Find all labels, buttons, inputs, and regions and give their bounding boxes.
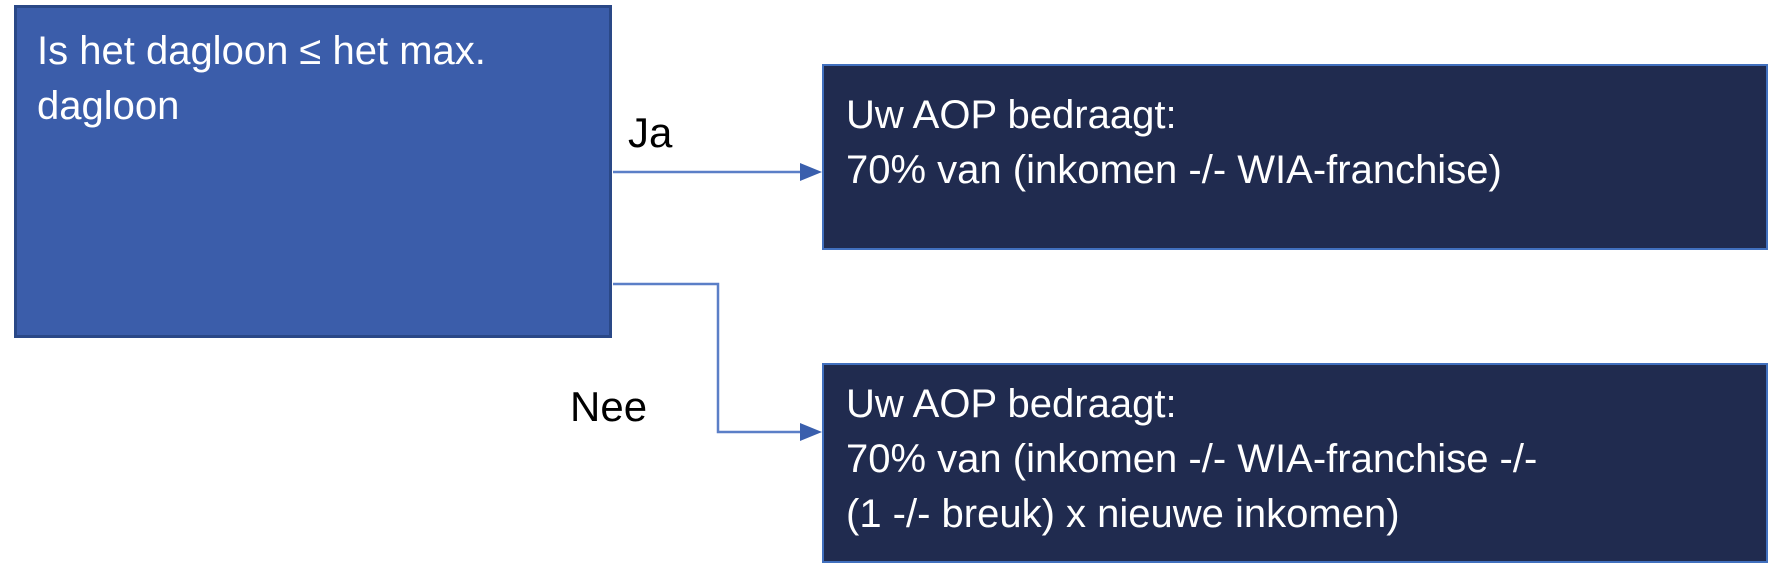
result-node-no: Uw AOP bedraagt: 70% van (inkomen -/- WI… [822, 363, 1768, 563]
decision-node: Is het dagloon ≤ het max. dagloon [14, 5, 612, 338]
decision-text-line: dagloon [37, 84, 180, 128]
result-yes-text-line: Uw AOP bedraagt: [846, 93, 1177, 137]
branch-label-ja: Ja [628, 109, 673, 156]
ja-arrowhead-icon [800, 163, 822, 181]
decision-text-line: Is het dagloon ≤ het max. [37, 29, 486, 73]
result-yes-text-line: 70% van (inkomen -/- WIA-franchise) [846, 148, 1502, 192]
result-no-text-line: 70% van (inkomen -/- WIA-franchise -/- [846, 437, 1538, 481]
result-no-text-line: Uw AOP bedraagt: [846, 382, 1177, 426]
nee-arrowhead-icon [800, 423, 822, 441]
result-node-yes: Uw AOP bedraagt: 70% van (inkomen -/- WI… [822, 64, 1768, 250]
branch-label-nee: Nee [570, 383, 648, 430]
result-no-text-line: (1 -/- breuk) x nieuwe inkomen) [846, 492, 1400, 536]
